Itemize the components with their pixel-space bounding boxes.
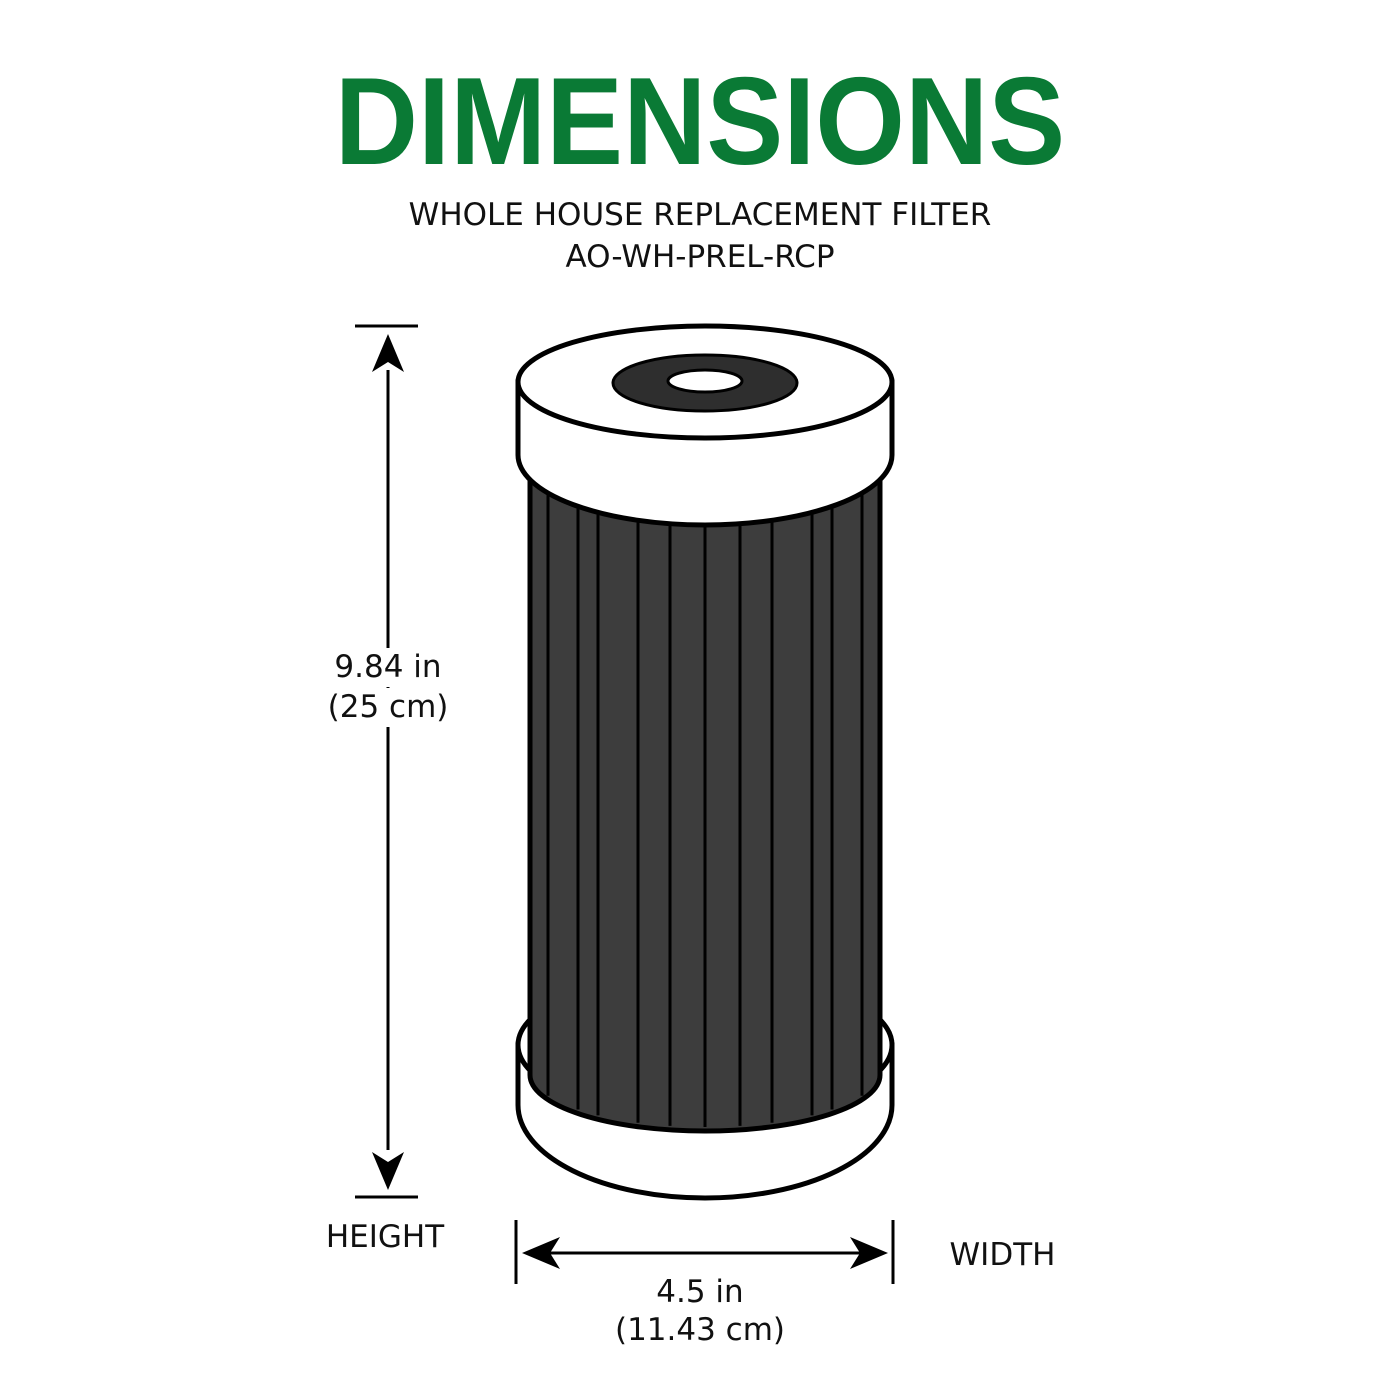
model-number: AO-WH-PREL-RCP xyxy=(565,239,835,275)
product-name: WHOLE HOUSE REPLACEMENT FILTER xyxy=(408,197,992,233)
height-arrow-up xyxy=(372,334,404,372)
height-dimension xyxy=(355,324,418,1199)
height-value-in: 9.84 in xyxy=(318,648,458,687)
height-label: HEIGHT xyxy=(325,1219,445,1255)
width-value-in: 4.5 in xyxy=(656,1274,744,1310)
center-hole xyxy=(666,368,744,394)
width-dimension xyxy=(514,1220,895,1284)
page-title: DIMENSIONS xyxy=(334,53,1066,191)
top-cap xyxy=(515,323,895,528)
width-value-cm: (11.43 cm) xyxy=(614,1312,786,1348)
width-arrow-right xyxy=(850,1237,888,1269)
pleated-body xyxy=(527,459,883,1134)
width-label: WIDTH xyxy=(949,1237,1056,1273)
height-arrow-down xyxy=(372,1152,404,1190)
height-value-cm: (25 cm) xyxy=(318,688,458,727)
width-arrow-left xyxy=(522,1237,560,1269)
filter-cartridge xyxy=(515,323,895,1201)
